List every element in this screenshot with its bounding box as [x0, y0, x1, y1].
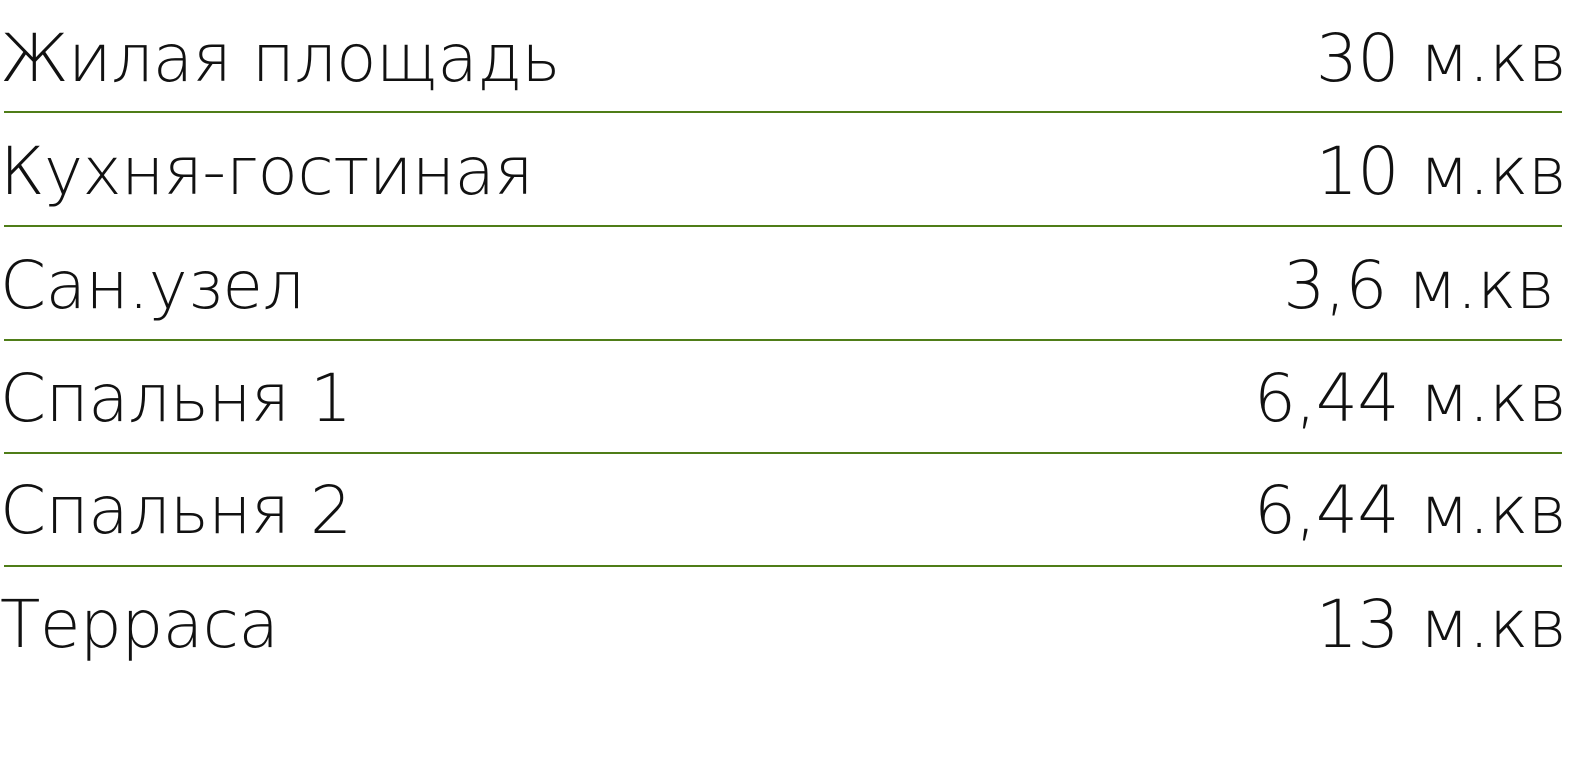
area-row-living: Жилая площадь 30 м.кв [0, 0, 1580, 113]
area-row-terrace: Терраса 13 м.кв [0, 566, 1580, 679]
area-label: Кухня-гостиная [0, 133, 534, 210]
row-divider [4, 225, 1562, 227]
area-row-bedroom-1: Спальня 1 6,44 м.кв [0, 340, 1580, 453]
area-label: Сан.узел [0, 247, 305, 324]
area-row-bathroom: Сан.узел 3,6 м.кв [0, 227, 1580, 340]
area-value: 10 м.кв [1315, 133, 1567, 210]
area-value: 30 м.кв [1315, 20, 1567, 97]
area-value: 13 м.кв [1315, 586, 1567, 663]
area-value: 6,44 м.кв [1253, 472, 1567, 549]
area-row-bedroom-2: Спальня 2 6,44 м.кв [0, 452, 1580, 565]
area-label: Жилая площадь [0, 20, 560, 97]
area-value: 6,44 м.кв [1253, 360, 1567, 437]
area-value: 3,6 м.кв [1283, 247, 1554, 324]
row-divider [4, 565, 1562, 567]
row-divider [4, 111, 1562, 113]
row-divider [4, 339, 1562, 341]
area-label: Спальня 2 [0, 472, 352, 549]
row-divider [4, 452, 1562, 454]
area-label: Терраса [0, 586, 279, 663]
area-label: Спальня 1 [0, 360, 352, 437]
area-row-kitchen-living: Кухня-гостиная 10 м.кв [0, 113, 1580, 226]
